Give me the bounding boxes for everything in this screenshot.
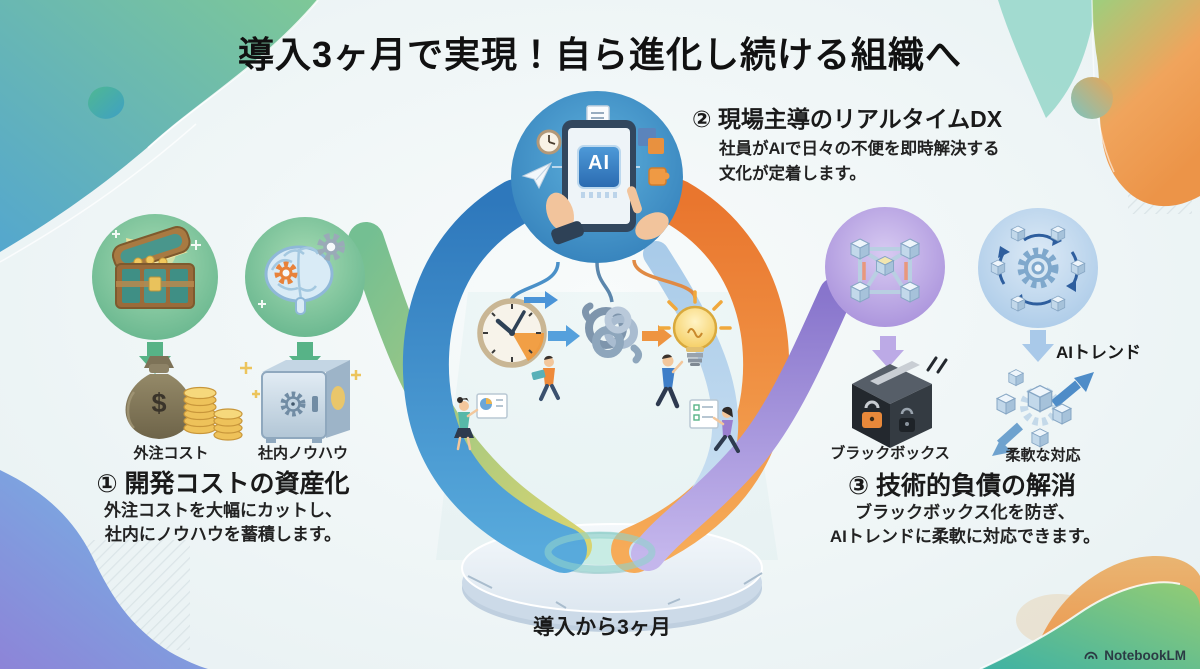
section-cost-body-line1: 外注コストを大幅にカットし、	[104, 501, 342, 520]
decorative-corner-top-left	[0, 0, 319, 263]
label-ai-trend: AIトレンド	[1056, 343, 1141, 362]
decorative-circle	[1071, 77, 1113, 119]
watermark-text: NotebookLM	[1104, 647, 1186, 663]
section-cost-body-line2: 社内にノウハウを蓄積します。	[104, 525, 342, 544]
tangled-knot-icon	[581, 302, 643, 364]
ribbon-blue	[402, 179, 587, 573]
label-outsourcing-cost: 外注コスト	[133, 445, 209, 462]
section-debt-heading: ③ 技術的負債の解消	[847, 472, 1077, 500]
decorative-corner-top-right	[998, 0, 1200, 214]
money-bag-icon	[125, 356, 193, 439]
arrow-right-icon	[524, 291, 558, 309]
clock-icon	[477, 298, 547, 368]
timeline-label: 導入から3ヶ月	[533, 616, 671, 639]
label-internal-knowhow: 社内ノウハウ	[257, 445, 348, 462]
down-arrow-icon	[1022, 330, 1054, 362]
dollar-symbol: $	[151, 388, 167, 418]
decorative-bean-blob	[88, 86, 125, 119]
ai-chip	[577, 145, 621, 189]
label-flexible-response: 柔軟な対応	[1005, 447, 1081, 464]
label-black-box: ブラックボックス	[830, 445, 950, 462]
arrow-right-icon	[548, 325, 580, 347]
person-walking	[655, 354, 684, 409]
person-walking	[454, 397, 479, 451]
gear-cycle-icon	[978, 208, 1098, 328]
mini-puzzle-icon	[638, 128, 670, 186]
ai-chip-label: AI	[588, 152, 610, 174]
section-dx-heading: ② 現場主導のリアルタイムDX	[692, 106, 1003, 132]
watermark: NotebookLM	[1083, 647, 1186, 663]
page-title: 導入3ヶ月で実現！自ら進化し続ける組織へ	[237, 34, 963, 75]
person-running	[712, 406, 740, 453]
ribbon-purple	[631, 277, 853, 571]
section-dx-body-line2: 文化が定着します。	[719, 165, 866, 183]
decorative-corner-bottom-right	[979, 555, 1200, 669]
flexible-cubes-icon	[992, 369, 1094, 456]
arrow-right-icon	[642, 325, 672, 347]
mini-clock-icon	[536, 129, 562, 155]
section-debt-body-line2: AIトレンドに柔軟に対応できます。	[829, 527, 1101, 546]
lightbulb-icon	[658, 290, 732, 366]
cube-lattice-icon	[825, 207, 945, 327]
section-debt-body: ブラックボックス化を防ぎ、 AIトレンドに柔軟に対応できます。	[800, 501, 1130, 549]
brain-gears-icon	[245, 217, 365, 337]
ai-tablet-icon	[511, 91, 683, 263]
treasure-chest-icon	[92, 214, 218, 340]
section-cost-body: 外注コストを大幅にカットし、 社内にノウハウを蓄積します。	[82, 499, 364, 547]
section-dx-body: 社員がAIで日々の不便を即時解決する 文化が定着します。	[719, 137, 1000, 187]
coin-stacks-icon	[183, 362, 260, 441]
down-arrow-icon	[872, 336, 904, 368]
safe-icon	[261, 360, 361, 443]
hands	[545, 186, 669, 245]
black-box-icon	[852, 356, 948, 448]
checklist-board	[689, 399, 719, 429]
mini-paper-plane-icon	[521, 161, 553, 190]
decorative-corner-bottom-left	[0, 470, 208, 669]
notebooklm-logo-icon	[1084, 651, 1098, 660]
chart-board	[476, 393, 508, 419]
person-walking	[531, 355, 560, 401]
down-arrow-icon	[289, 342, 321, 374]
glow-ring	[544, 531, 656, 573]
section-cost-heading: ① 開発コストの資産化	[96, 470, 350, 498]
section-debt-body-line1: ブラックボックス化を防ぎ、	[855, 503, 1075, 522]
section-dx-body-line1: 社員がAIで日々の不便を即時解決する	[719, 140, 1000, 158]
ribbon-streams	[348, 179, 853, 573]
